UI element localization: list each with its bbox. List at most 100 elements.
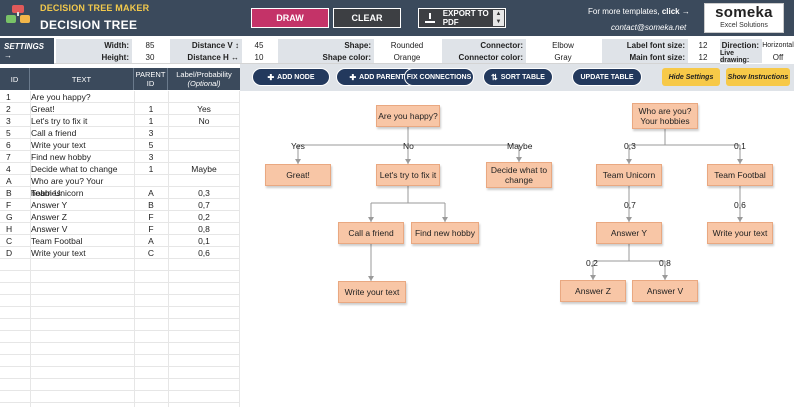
update-table-button[interactable]: UPDATE TABLE [572,68,642,86]
cell-text[interactable]: Answer Y [31,200,68,210]
table-row[interactable] [0,295,240,307]
export-spinner[interactable]: ▲ ▼ [493,10,504,26]
tree-node[interactable]: Let's try to fix it [376,164,440,186]
cell-parent[interactable] [135,91,167,103]
cell-id[interactable]: G [6,212,13,222]
spin-down-icon[interactable]: ▼ [495,19,502,25]
draw-button[interactable]: DRAW [251,8,329,28]
cell-text[interactable]: Let's try to fix it [31,116,88,126]
cell-label[interactable]: 0,1 [198,236,210,246]
table-row[interactable] [0,283,240,295]
clear-button[interactable]: CLEAR [333,8,401,28]
live-drawing-value[interactable]: Off [762,51,794,63]
tree-node[interactable]: Write your text [338,281,406,303]
spin-up-icon[interactable]: ▲ [495,11,502,17]
table-row[interactable] [0,271,240,283]
cell-parent[interactable]: 3 [148,152,154,162]
cell-text[interactable]: Decide what to change [31,164,118,174]
table-row[interactable] [0,367,240,379]
export-to-pdf-button[interactable]: EXPORT TO PDF ▲ ▼ [418,8,506,28]
height-value[interactable]: 30 [132,51,168,63]
table-row[interactable]: 6 Write your text 5 [0,139,240,151]
cell-text[interactable]: Find new hobby [31,152,92,162]
table-row[interactable]: G Answer Z F 0,2 [0,211,240,223]
distance-v-value[interactable]: 45 [242,39,276,51]
connector-value[interactable]: Elbow [526,39,600,51]
cell-id[interactable]: B [6,188,12,198]
cell-id[interactable]: C [6,236,13,246]
cell-id[interactable]: A [6,176,12,186]
cell-parent[interactable]: 1 [148,116,154,126]
table-row[interactable] [0,391,240,403]
cell-id[interactable]: 2 [6,104,11,114]
tree-node[interactable]: Great! [265,164,331,186]
tree-node[interactable]: Who are you? Your hobbies [632,103,698,129]
fix-connections-button[interactable]: FIX CONNECTIONS [404,68,474,86]
cell-label[interactable] [169,139,239,151]
label-font-size-value[interactable]: 12 [688,39,718,51]
cell-label[interactable]: 0,6 [198,248,210,258]
table-row[interactable] [0,343,240,355]
cell-id[interactable]: 1 [6,92,11,102]
add-parent-button[interactable]: ✚ ADD PARENT [336,68,418,86]
add-node-button[interactable]: ✚ ADD NODE [252,68,330,86]
table-row[interactable] [0,307,240,319]
cell-id[interactable]: D [6,248,13,258]
cell-text[interactable]: Write your text [31,248,86,258]
direction-value[interactable]: Horizontal [762,39,794,51]
cell-text[interactable]: Answer V [31,224,68,234]
cell-label[interactable]: No [198,116,210,126]
cell-id[interactable]: 5 [6,128,11,138]
sort-table-button[interactable]: ⇅ SORT TABLE [483,68,553,86]
brand-logo[interactable]: someka Excel Solutions [704,3,784,33]
cell-parent[interactable]: F [148,224,154,234]
table-row[interactable] [0,331,240,343]
cell-id[interactable]: 6 [6,140,11,150]
tree-node[interactable]: Call a friend [338,222,404,244]
cell-id[interactable]: F [6,200,12,210]
cell-text[interactable]: Who are you? Your hobbies [31,176,104,198]
cell-id[interactable]: 4 [6,164,11,174]
cell-parent[interactable] [135,175,167,187]
tree-node[interactable]: Answer Y [596,222,662,244]
table-row[interactable] [0,259,240,271]
width-value[interactable]: 85 [132,39,168,51]
distance-h-value[interactable]: 10 [242,51,276,63]
tree-node[interactable]: Write your text [707,222,773,244]
show-instructions-button[interactable]: Show Instructions [726,68,790,86]
cell-parent[interactable]: 1 [148,164,154,174]
main-font-size-value[interactable]: 12 [688,51,718,63]
cell-label[interactable]: 0,2 [198,212,210,222]
cell-label[interactable] [169,91,239,103]
table-row[interactable] [0,355,240,367]
shape-value[interactable]: Rounded [374,39,440,51]
hide-settings-button[interactable]: Hide Settings [662,68,720,86]
connector-color-value[interactable]: Gray [526,51,600,63]
cell-text[interactable]: Answer Z [31,212,67,222]
table-row[interactable]: A Who are you? Your hobbies [0,175,240,198]
tree-node[interactable]: Decide what to change [486,162,552,188]
tree-node[interactable]: Find new hobby [411,222,479,244]
shape-color-value[interactable]: Orange [374,51,440,63]
cell-text[interactable]: Write your text [31,140,86,150]
table-row[interactable] [0,319,240,331]
cell-label[interactable]: 0,3 [198,188,210,198]
cell-label[interactable]: Yes [197,104,211,114]
cell-label[interactable] [169,151,239,163]
cell-id[interactable]: H [6,224,13,234]
tree-node[interactable]: Are you happy? [376,105,440,127]
tree-node[interactable]: Answer Z [560,280,626,302]
tree-node[interactable]: Answer V [632,280,698,302]
cell-parent[interactable]: 5 [148,140,154,150]
cell-label[interactable]: 0,8 [198,224,210,234]
cell-parent[interactable]: F [148,212,154,222]
cell-label[interactable]: 0,7 [198,200,210,210]
cell-parent[interactable]: 1 [148,104,154,114]
